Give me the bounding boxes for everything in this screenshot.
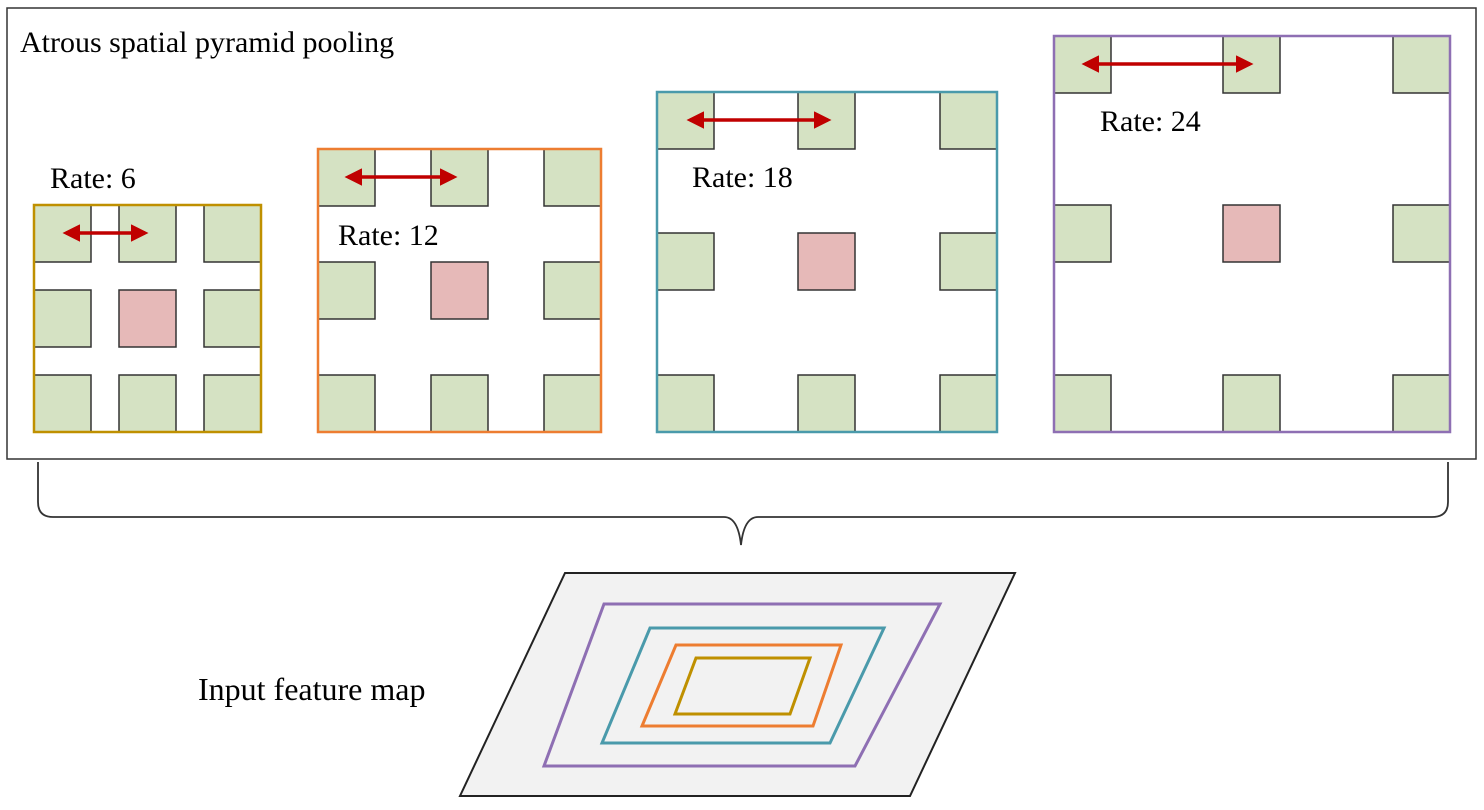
sampled-cell	[203, 374, 262, 433]
brace	[37, 462, 1449, 546]
sampled-cell	[656, 232, 715, 291]
sampled-cell	[797, 374, 856, 433]
sampled-cell	[33, 289, 92, 348]
sampled-cell	[203, 289, 262, 348]
rate-24-panel: Rate: 24	[1052, 34, 1452, 434]
sampled-cell	[543, 374, 602, 433]
input-feature-map-label: Input feature map	[198, 671, 425, 707]
sampled-cell	[33, 374, 92, 433]
rate-24-label: Rate: 24	[1100, 105, 1201, 138]
sampled-cell	[1392, 204, 1451, 263]
sampled-cell	[1392, 35, 1451, 94]
feature-map-region-rate-12	[639, 643, 844, 728]
center-cell	[430, 261, 489, 320]
center-cell	[1222, 204, 1281, 263]
sampled-cell	[203, 204, 262, 263]
feature-map-region-rate-24	[541, 602, 943, 768]
center-cell	[118, 289, 177, 348]
rate-12-frame	[316, 147, 603, 434]
sampled-cell	[1053, 204, 1112, 263]
sampled-cell	[1392, 374, 1451, 433]
sampled-cell	[656, 374, 715, 433]
aspp-title: Atrous spatial pyramid pooling	[20, 26, 394, 59]
feature-map-region-rate-18	[599, 626, 887, 745]
sampled-cell	[543, 261, 602, 320]
sampled-cell	[118, 374, 177, 433]
sampled-cell	[317, 261, 376, 320]
rate-18-label: Rate: 18	[692, 161, 793, 194]
feature-map-region-rate-6	[672, 656, 813, 716]
sampled-cell	[939, 232, 998, 291]
sampled-cell	[430, 374, 489, 433]
rate-12-panel: Rate: 12	[316, 147, 603, 434]
rate-24-frame	[1052, 34, 1452, 434]
sampled-cell	[1222, 374, 1281, 433]
sampled-cell	[1053, 374, 1112, 433]
sampled-cell	[939, 91, 998, 150]
aspp-container	[6, 7, 1477, 460]
rate-12-label: Rate: 12	[338, 219, 439, 252]
rate-6-panel: Rate: 6	[32, 162, 263, 434]
sampled-cell	[430, 148, 489, 207]
sampled-cell	[543, 148, 602, 207]
rate-18-frame	[655, 90, 999, 434]
rate-6-label: Rate: 6	[50, 162, 136, 195]
sampled-cell	[939, 374, 998, 433]
rate-18-panel: Rate: 18	[655, 90, 999, 434]
input-feature-map	[458, 572, 1017, 797]
center-cell	[797, 232, 856, 291]
sampled-cell	[317, 374, 376, 433]
rate-6-frame	[32, 203, 263, 434]
